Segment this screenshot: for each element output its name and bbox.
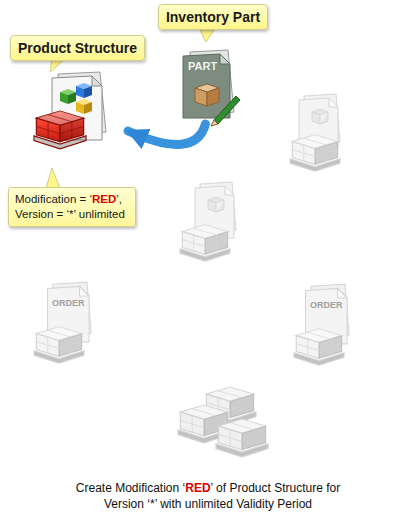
caption: Create Modification ‘RED’ of Product Str…	[75, 480, 341, 512]
highlight: RED	[92, 193, 116, 205]
shape-path	[312, 109, 328, 124]
annotation-text: Modification = ‘RED’, Version = ‘*’ unli…	[8, 187, 136, 227]
shape-path	[183, 54, 230, 118]
shape-path	[76, 102, 84, 114]
callout-group: Product Structure	[6, 35, 128, 155]
shape-path	[220, 54, 230, 64]
inventory-part-icon	[183, 50, 240, 126]
faded-order-icon	[294, 284, 349, 365]
shape-path	[68, 92, 76, 104]
shape-path	[195, 88, 207, 106]
faded-structure-icon	[290, 94, 340, 171]
shape-path	[60, 92, 68, 104]
faded-structure-icon	[180, 182, 236, 261]
shape-path	[208, 197, 224, 212]
annotation-box: Modification = ‘RED’, Version = ‘*’ unli…	[8, 187, 136, 227]
shape-use	[34, 111, 86, 149]
highlight: RED	[185, 481, 210, 495]
shape-path	[207, 88, 219, 106]
shape-path	[84, 86, 92, 98]
shape-use	[294, 329, 344, 365]
shape-path	[211, 120, 218, 126]
shape-path	[76, 86, 84, 98]
callout-pointer	[200, 30, 214, 42]
callout-pointer	[46, 168, 60, 188]
curved-arrow	[128, 124, 205, 144]
faded-pallets	[178, 387, 268, 457]
faded-order-icon	[34, 282, 91, 363]
shape-use	[216, 419, 268, 457]
shape-use	[290, 135, 340, 171]
shape-use	[34, 327, 84, 363]
shape-path	[84, 102, 92, 114]
icon-label: ORDER	[52, 298, 85, 308]
shape-path	[92, 76, 102, 86]
shape-use	[180, 225, 230, 261]
callout-label: Inventory Part	[158, 4, 268, 30]
product-structure-icon	[34, 72, 106, 149]
callout-label: Product Structure	[10, 35, 145, 61]
shape-path	[214, 96, 240, 124]
icon-label: ORDER	[310, 300, 343, 310]
icon-label: PART	[188, 60, 217, 72]
